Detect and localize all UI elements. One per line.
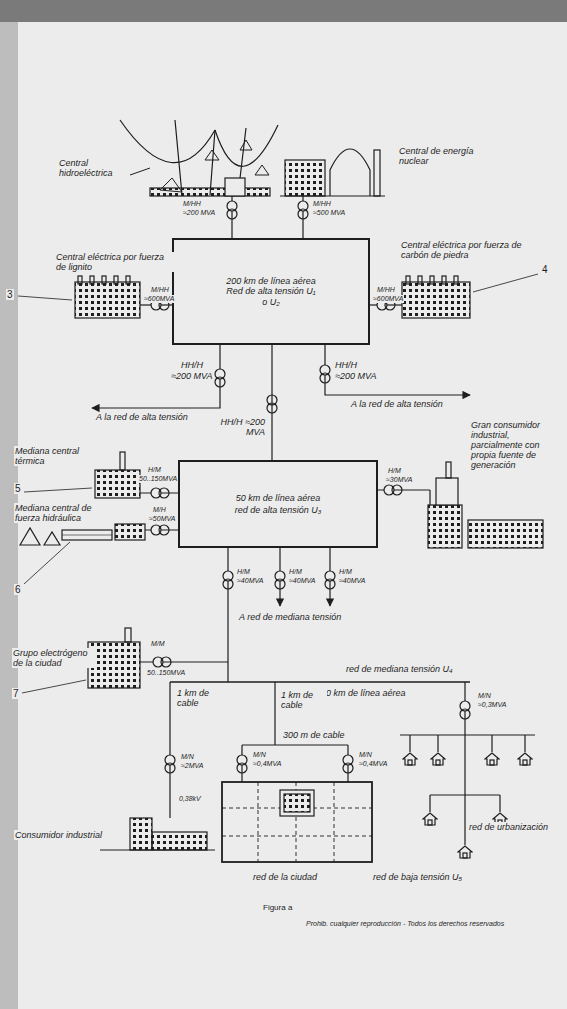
rating-label: M/N xyxy=(252,751,267,759)
part-label: Central hidroeléctrica xyxy=(58,158,130,178)
part-label: Mediana central de fuerza hidráulica xyxy=(14,503,116,523)
part-label: ≈200 MVA xyxy=(334,371,377,381)
photo-edge xyxy=(0,0,567,22)
rating-label: ≈200 MVA xyxy=(182,209,216,217)
rating-label: ≈0,4MVA xyxy=(252,760,282,768)
part-label: HH/H xyxy=(334,360,358,370)
part-label: 300 m de cable xyxy=(282,730,346,740)
nuclear-plant xyxy=(280,149,385,196)
part-label: red de la ciudad xyxy=(252,872,318,882)
hv-interconnector xyxy=(271,345,272,460)
rating-label: ≈0,4MVA xyxy=(358,760,388,768)
hydro-plant xyxy=(120,120,278,196)
part-label: 1 km de cable xyxy=(176,688,223,708)
network-label: red de alta tensión U₃ xyxy=(235,505,322,515)
rating-label: ≈40MVA xyxy=(236,577,264,585)
rating-label: ≈50MVA xyxy=(148,515,176,523)
mv-lines xyxy=(22,548,470,693)
rating-label: ≈40MVA xyxy=(338,577,366,585)
city-network xyxy=(222,682,372,862)
rating-label: H/M xyxy=(288,568,303,576)
rating-label: M/HH xyxy=(182,200,202,208)
part-label: A la red de alta tensión xyxy=(350,399,444,409)
rating-label: Prohib. cualquier reproducción - Todos l… xyxy=(305,920,505,928)
edge-label: HH/H ≈200 MVA xyxy=(218,417,266,437)
part-label: Central eléctrica por fuerza de lignito xyxy=(55,252,177,272)
part-label: Mediana central térmica xyxy=(14,446,96,466)
part-label: Gran consumidor industrial, parcialmente… xyxy=(470,420,564,470)
rating-label: ≈0,3MVA xyxy=(477,701,507,709)
part-label: 1 km de cable xyxy=(280,690,327,710)
network-label: 200 km de línea aérea Red de alta tensió… xyxy=(224,276,319,307)
rating-label: M/N xyxy=(180,753,195,761)
callout-number: 5 xyxy=(14,483,22,494)
part-label: red de urbanización xyxy=(468,822,549,832)
rating-label: H/M xyxy=(147,466,162,474)
part-label: A la red de alta tensión xyxy=(95,412,189,422)
rating-label: ≈500 MVA xyxy=(312,209,346,217)
rating-label: M/N xyxy=(477,692,492,700)
part-label: 10 km de línea aérea xyxy=(320,688,407,698)
callout-number: 3 xyxy=(6,289,14,300)
rating-label: ≈40MVA xyxy=(288,577,316,585)
part-label: ≈200 MVA xyxy=(170,371,213,381)
part-label: HH/H xyxy=(180,360,204,370)
rating-label: 0,38kV xyxy=(178,795,202,803)
rating-label: ≈2MVA xyxy=(180,762,205,770)
figure-caption: Figura a xyxy=(262,904,293,913)
rating-label: 50..150MVA xyxy=(146,669,186,677)
part-label: Grupo electrógeno de la ciudad xyxy=(12,648,94,668)
rating-label: H/M xyxy=(387,467,402,475)
outgoing-lines xyxy=(92,345,470,413)
part-label: A red de mediana tensión xyxy=(238,612,342,622)
part-label: Central de energía nuclear xyxy=(398,146,495,166)
rating-label: M/M xyxy=(150,640,166,648)
rating-label: ≈30MVA xyxy=(385,476,413,484)
part-label: Consumidor industrial xyxy=(14,830,103,840)
part-label: red de mediana tensión U₄ xyxy=(345,664,454,674)
rating-label: M/H xyxy=(152,506,167,514)
callout-number: 4 xyxy=(541,264,549,275)
industrial-consumer-large xyxy=(378,462,543,548)
callout-number: 7 xyxy=(12,688,20,699)
rating-label: M/HH xyxy=(376,286,396,294)
rating-label: M/N xyxy=(358,751,373,759)
coal-plant xyxy=(370,274,538,318)
rating-label: M/HH xyxy=(312,200,332,208)
part-label: red de baja tensión U₅ xyxy=(372,872,463,882)
rating-label: M/HH xyxy=(150,286,170,294)
network-loop: 200 km de línea aérea Red de alta tensió… xyxy=(172,238,370,345)
rating-label: H/M xyxy=(236,568,251,576)
rating-label: ≈600MVA xyxy=(372,295,404,303)
rating-label: 50..150MVA xyxy=(138,475,178,483)
hydraulic-plant xyxy=(20,524,178,584)
callout-number: 6 xyxy=(14,584,22,595)
feeder-lines xyxy=(227,196,308,238)
network-loop: 50 km de línea aérea red de alta tensión … xyxy=(178,460,378,548)
rating-label: H/M xyxy=(338,568,353,576)
part-label: Central eléctrica por fuerza de carbón d… xyxy=(400,240,542,260)
rating-label: ≈600MVA xyxy=(143,295,175,303)
network-label: 50 km de línea aérea xyxy=(236,493,321,503)
